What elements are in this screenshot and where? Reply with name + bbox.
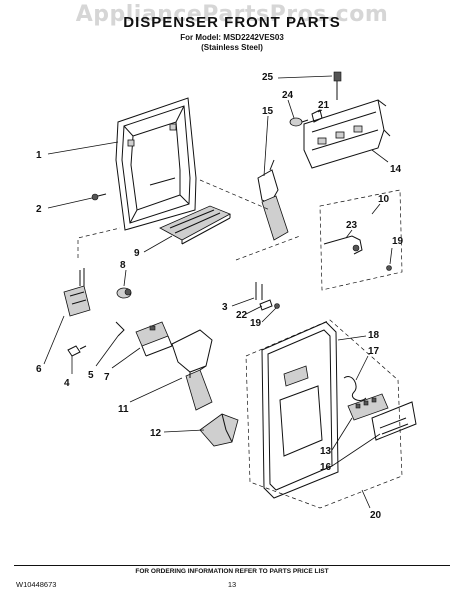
callout-25: 25 — [262, 72, 274, 83]
finish-line: (Stainless Steel) — [201, 43, 263, 52]
callout-17: 17 — [368, 346, 380, 357]
callout-8: 8 — [120, 260, 126, 271]
part-2-screw — [91, 193, 107, 201]
part-21-clip — [311, 109, 323, 123]
callout-7: 7 — [104, 372, 110, 383]
dashed-guide-center — [199, 179, 271, 211]
part-19-screw-lower — [274, 303, 280, 309]
callout-9: 9 — [134, 248, 140, 259]
model-line: For Model: MSD2242VES03 — [180, 33, 284, 42]
callout-labels: 1 2 3 4 5 6 7 8 9 10 11 12 13 14 15 16 1… — [36, 72, 404, 521]
callout-21: 21 — [318, 100, 330, 111]
part-19-screw-upper — [386, 265, 392, 271]
callout-24: 24 — [282, 90, 294, 101]
callout-14: 14 — [390, 164, 402, 175]
part-25-connector — [277, 71, 342, 100]
document-number: W10448673 — [16, 580, 57, 589]
part-7-bracket — [135, 321, 173, 357]
callout-12: 12 — [150, 428, 162, 439]
part-5-spring — [115, 321, 125, 337]
dashed-guide-6 — [77, 227, 121, 258]
part-1-housing-frame — [115, 97, 197, 231]
part-11-actuator — [171, 329, 213, 411]
callout-5: 5 — [88, 370, 94, 381]
part-23-lever — [323, 235, 363, 255]
leader-lines — [43, 99, 393, 509]
part-13-control-board — [347, 393, 389, 421]
part-6-module — [63, 268, 91, 317]
part-12-guard — [199, 413, 239, 447]
callout-18: 18 — [368, 330, 380, 341]
page-title: DISPENSER FRONT PARTS — [123, 14, 341, 31]
callout-20: 20 — [370, 510, 382, 521]
part-24-bulb — [289, 117, 309, 127]
dashed-group-10 — [319, 189, 403, 291]
part-22-washer — [259, 299, 273, 311]
callout-13: 13 — [320, 446, 332, 457]
part-15-arm — [257, 159, 289, 241]
callout-15: 15 — [262, 106, 274, 117]
part-17-harness — [343, 376, 367, 401]
callout-4: 4 — [64, 378, 70, 389]
callout-1: 1 — [36, 150, 42, 161]
callout-11: 11 — [118, 404, 129, 415]
part-8-bumper — [116, 287, 132, 299]
dashed-guide-right — [235, 235, 301, 261]
ordering-note: FOR ORDERING INFORMATION REFER TO PARTS … — [135, 568, 329, 575]
callout-23: 23 — [346, 220, 358, 231]
callout-2: 2 — [36, 204, 42, 215]
callout-19-upper: 19 — [392, 236, 404, 247]
callout-3: 3 — [222, 302, 228, 313]
callout-10: 10 — [378, 194, 390, 205]
callout-19-lower: 19 — [250, 318, 262, 329]
part-14-control-housing — [303, 99, 391, 169]
footer-divider — [14, 565, 450, 566]
page-number: 13 — [227, 580, 237, 589]
callout-22: 22 — [236, 310, 248, 321]
dashed-group-20 — [245, 319, 403, 509]
part-4-clip — [67, 345, 87, 357]
callout-6: 6 — [36, 364, 42, 375]
watermark: AppliancePartsPros.com — [75, 2, 389, 27]
part-9-drip-tray — [159, 205, 231, 245]
callout-16: 16 — [320, 462, 332, 473]
part-3-pin — [255, 282, 263, 300]
part-16-overlay — [371, 401, 417, 441]
